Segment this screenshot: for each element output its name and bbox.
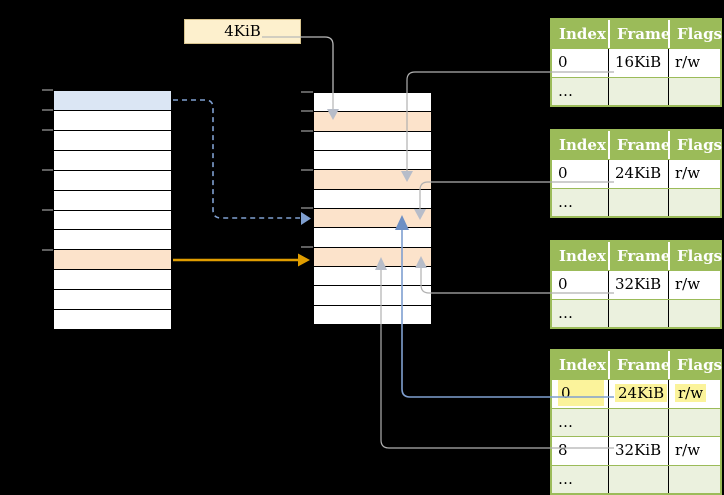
header-frame: Frame bbox=[608, 242, 670, 270]
cell-index: 0 bbox=[552, 380, 608, 408]
frame-row bbox=[314, 189, 431, 209]
table-row-ellipsis: … bbox=[552, 187, 720, 216]
frame-row bbox=[314, 150, 431, 171]
frame-row bbox=[314, 266, 431, 287]
cell-frame: 32KiB bbox=[608, 437, 668, 465]
cell-frame: 24KiB bbox=[608, 160, 668, 188]
cell-flags bbox=[668, 408, 720, 436]
header-frame: Frame bbox=[608, 20, 670, 48]
header-flags: Flags bbox=[668, 131, 722, 159]
page-table-1: Index Frame Flags 0 16KiB r/w … bbox=[550, 18, 722, 107]
table-row: 8 32KiB r/w bbox=[552, 436, 720, 465]
cell-index: 0 bbox=[558, 275, 568, 293]
memory-row bbox=[54, 230, 171, 251]
header-flags: Flags bbox=[668, 242, 722, 270]
frame-row-32kib bbox=[314, 247, 431, 267]
table-row-ellipsis: … bbox=[552, 76, 720, 105]
virtual-memory-row-highlight-blue bbox=[54, 91, 171, 111]
cell-flags: r/w bbox=[668, 49, 720, 77]
memory-row bbox=[54, 130, 171, 151]
table-row: 0 24KiB r/w bbox=[552, 159, 720, 188]
memory-row bbox=[54, 270, 171, 291]
highlight-frame: 24KiB bbox=[615, 384, 668, 402]
cell-frame bbox=[608, 465, 668, 493]
virtual-memory-row-highlight-orange bbox=[54, 250, 171, 271]
page-table-header: Index Frame Flags bbox=[552, 351, 722, 379]
memory-row bbox=[54, 170, 171, 191]
cell-index: … bbox=[558, 469, 573, 488]
cell-index: … bbox=[558, 303, 573, 322]
frame-row bbox=[314, 93, 431, 113]
header-flags: Flags bbox=[668, 20, 722, 48]
highlight-flags: r/w bbox=[675, 384, 707, 402]
header-index: Index bbox=[559, 247, 606, 265]
cell-index: 0 bbox=[558, 53, 568, 71]
header-index: Index bbox=[559, 136, 606, 154]
page-table-header: Index Frame Flags bbox=[552, 131, 722, 159]
physical-memory-column bbox=[313, 92, 432, 325]
cell-frame bbox=[608, 77, 668, 105]
header-frame: Frame bbox=[608, 131, 670, 159]
header-frame: Frame bbox=[608, 351, 670, 379]
frame-row-16kib bbox=[314, 170, 431, 190]
header-flags: Flags bbox=[668, 351, 722, 379]
cell-flags: r/w bbox=[668, 160, 720, 188]
cell-flags bbox=[668, 465, 720, 493]
cell-flags bbox=[668, 299, 720, 327]
arrow-right-virtual-dashed bbox=[301, 212, 311, 225]
highlight-index: 0 bbox=[558, 380, 604, 406]
page-table-header: Index Frame Flags bbox=[552, 242, 722, 270]
arrow-right-virtual-orange bbox=[298, 253, 310, 267]
page-size-label: 4KiB bbox=[184, 19, 301, 44]
frame-row-4kib bbox=[314, 112, 431, 132]
cell-flags: r/w bbox=[668, 437, 720, 465]
cell-flags bbox=[668, 188, 720, 216]
frame-row-24kib bbox=[314, 208, 431, 229]
page-table-4: Index Frame Flags 0 24KiB r/w … 8 32KiB … bbox=[550, 349, 722, 495]
cell-index: … bbox=[558, 192, 573, 211]
cell-index: … bbox=[558, 412, 573, 431]
table-row: 0 16KiB r/w bbox=[552, 48, 720, 77]
cell-index: 8 bbox=[558, 441, 568, 459]
cell-index: … bbox=[558, 81, 573, 100]
cell-frame: 24KiB bbox=[608, 380, 668, 408]
table-row-ellipsis: … bbox=[552, 407, 720, 436]
memory-row bbox=[54, 210, 171, 231]
cell-flags: r/w bbox=[668, 271, 720, 299]
page-table-header: Index Frame Flags bbox=[552, 20, 722, 48]
memory-row bbox=[54, 290, 171, 311]
cell-flags bbox=[668, 77, 720, 105]
table-row-highlighted: 0 24KiB r/w bbox=[552, 379, 720, 408]
table-row-ellipsis: … bbox=[552, 464, 720, 493]
memory-row bbox=[54, 190, 171, 211]
header-index: Index bbox=[559, 25, 606, 43]
memory-row bbox=[54, 110, 171, 131]
cell-index: 0 bbox=[558, 164, 568, 182]
page-table-2: Index Frame Flags 0 24KiB r/w … bbox=[550, 129, 722, 218]
page-table-3: Index Frame Flags 0 32KiB r/w … bbox=[550, 240, 722, 329]
table-row-ellipsis: … bbox=[552, 298, 720, 327]
cell-frame: 16KiB bbox=[608, 49, 668, 77]
page-table-diagram: { "size_label": { "text": "4KiB" }, "lef… bbox=[42, 18, 722, 495]
virtual-memory-column bbox=[53, 90, 172, 330]
cell-flags: r/w bbox=[668, 380, 720, 408]
frame-row bbox=[314, 228, 431, 248]
cell-frame: 32KiB bbox=[608, 271, 668, 299]
connector-virtual-dashed bbox=[173, 99, 300, 219]
cell-frame bbox=[608, 408, 668, 436]
frame-row bbox=[314, 131, 431, 151]
cell-frame bbox=[608, 299, 668, 327]
memory-row bbox=[54, 150, 171, 171]
frame-row bbox=[314, 305, 431, 324]
frame-row bbox=[314, 286, 431, 306]
cell-frame bbox=[608, 188, 668, 216]
memory-row bbox=[54, 310, 171, 330]
table-row: 0 32KiB r/w bbox=[552, 270, 720, 299]
header-index: Index bbox=[559, 356, 606, 374]
